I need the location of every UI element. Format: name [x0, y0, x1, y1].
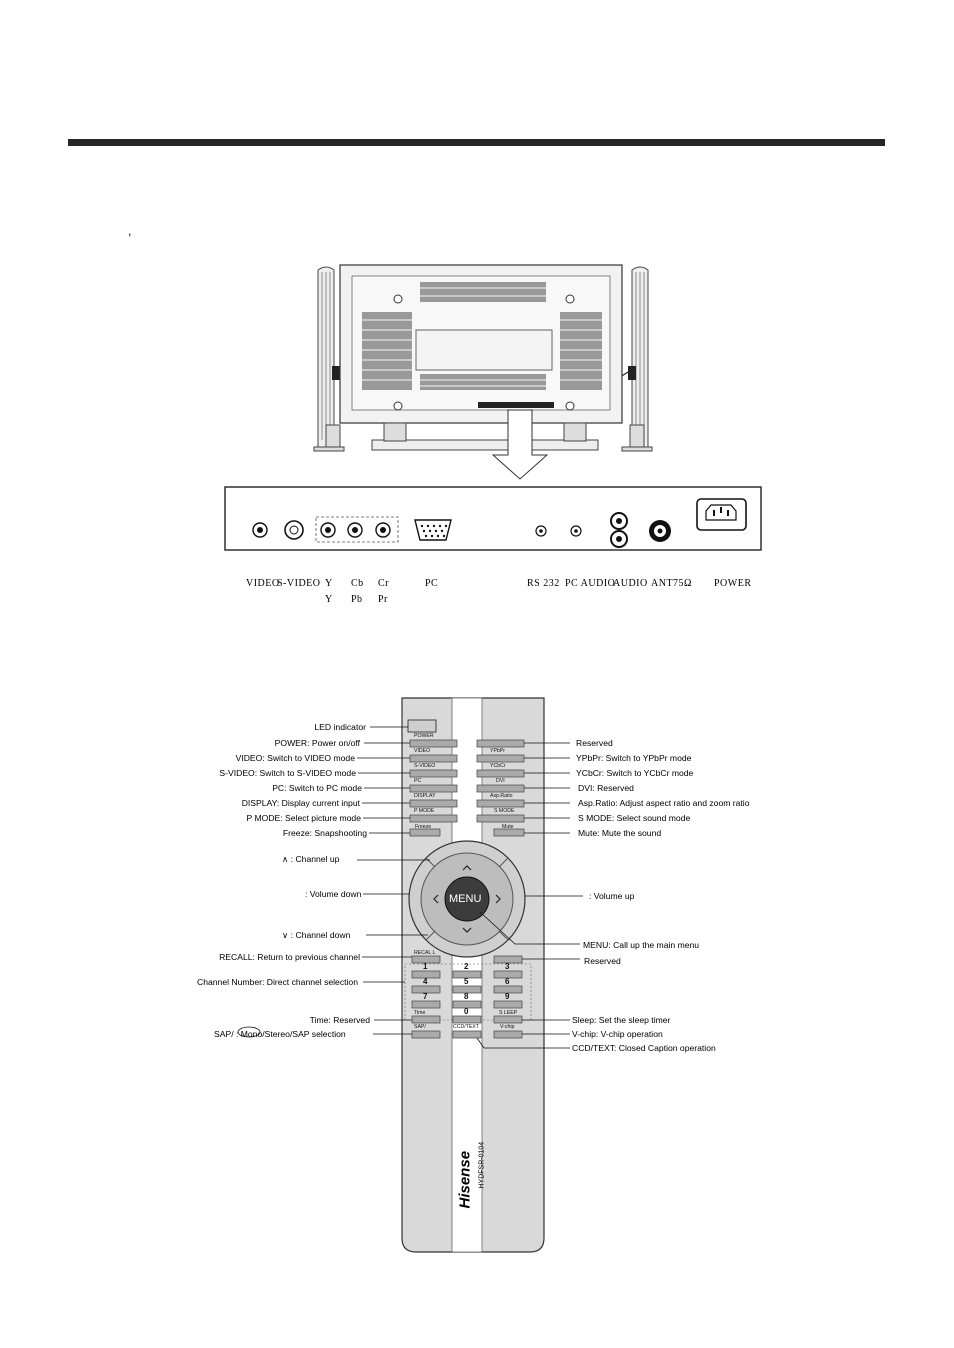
label-cb: Cb [351, 578, 364, 589]
ann-time: Time: Reserved [309, 1015, 370, 1025]
btn-sleep-label: S LEEP [499, 1010, 518, 1016]
ann-aspratio: Asp.Ratio: Adjust aspect ratio and zoom … [578, 798, 750, 808]
label-audio: AUDIO [613, 578, 648, 589]
ann-dvi: DVI: Reserved [578, 783, 634, 793]
label-svideo: S-VIDEO [277, 578, 321, 589]
digit-5: 5 [464, 977, 469, 986]
label-pr: Pr [378, 594, 388, 605]
ann-ycbcr: YCbCr: Switch to YCbCr mode [576, 768, 694, 778]
ann-smode: S MODE: Select sound mode [578, 813, 691, 823]
label-y2: Y [325, 594, 333, 605]
ann-channel-up: ∧ : Channel up [282, 854, 340, 864]
ann-svideo: S-VIDEO: Switch to S-VIDEO mode [219, 768, 356, 778]
ann-pc: PC: Switch to PC mode [272, 783, 362, 793]
ann-recall: RECALL: Return to previous channel [219, 952, 360, 962]
ann-volume-down: : Volume down [305, 889, 362, 899]
btn-ccd-label: CCD/TEXT [453, 1024, 479, 1030]
label-ant: ANT75Ω [651, 578, 692, 589]
ann-volume-up: : Volume up [589, 891, 635, 901]
ann-freeze: Freeze: Snapshooting [282, 828, 367, 838]
ann-pmode: P MODE: Select picture mode [246, 813, 361, 823]
label-pcaudio: PC AUDIO [565, 578, 616, 589]
ann-sap: SAP/ : Mono/Stereo/SAP selection [214, 1029, 346, 1039]
digit-9: 9 [505, 992, 510, 1001]
digit-7: 7 [423, 992, 428, 1001]
digit-1: 1 [423, 962, 428, 971]
btn-pmode-label: P MODE [414, 808, 435, 814]
digit-4: 4 [423, 977, 428, 986]
btn-pc-label: PC [414, 778, 422, 784]
ann-display: DISPLAY: Display current input [241, 798, 360, 808]
ann-reserved-2: Reserved [584, 956, 621, 966]
ann-video: VIDEO: Switch to VIDEO mode [235, 753, 355, 763]
btn-vchip-label: V-chip [500, 1024, 515, 1030]
btn-dvi-label: DVI [496, 778, 505, 784]
btn-video-label: VIDEO [414, 748, 431, 754]
btn-ycbcr-label: YCbCr [490, 763, 506, 769]
btn-ypbpr-label: YPbPr [490, 748, 505, 754]
label-y: Y [325, 578, 333, 589]
digit-8: 8 [464, 992, 469, 1001]
ann-vchip: V-chip: V-chip operation [572, 1029, 663, 1039]
btn-recall-label: RECAL L [414, 950, 436, 956]
ann-led: LED indicator [314, 722, 366, 732]
header-rule [68, 139, 885, 146]
btn-mute-label: Mute [502, 824, 514, 830]
ann-channel-number: Channel Number: Direct channel selection [197, 977, 358, 987]
btn-sap-label: SAP/ [414, 1024, 426, 1030]
label-power: POWER [714, 578, 752, 589]
label-cr: Cr [378, 578, 389, 589]
ann-mute: Mute: Mute the sound [578, 828, 662, 838]
btn-smode-label: S MODE [494, 808, 515, 814]
ann-ypbpr: YPbPr: Switch to YPbPr mode [576, 753, 692, 763]
btn-freeze-label: Freeze [415, 824, 432, 830]
menu-button-label: MENU [449, 893, 482, 905]
ann-channel-down: ∨ : Channel down [282, 930, 351, 940]
label-pb: Pb [351, 594, 363, 605]
ann-ccd: CCD/TEXT: Closed Caption operation [572, 1043, 716, 1053]
btn-svideo-label: S-VIDEO [414, 763, 436, 769]
digit-3: 3 [505, 962, 510, 971]
ann-menu: MENU: Call up the main menu [583, 940, 700, 950]
brand-logo: Hisense [456, 1150, 474, 1209]
label-rs232: RS 232 [527, 578, 560, 589]
label-pc: PC [425, 578, 439, 589]
ann-sleep: Sleep: Set the sleep timer [572, 1015, 671, 1025]
digit-2: 2 [464, 962, 469, 971]
stray-mark: , [128, 224, 132, 238]
digit-0: 0 [464, 1007, 469, 1016]
btn-display-label: DISPLAY [414, 793, 436, 799]
label-video: VIDEO [246, 578, 280, 589]
digit-6: 6 [505, 977, 510, 986]
btn-power-label: POWER [414, 733, 434, 739]
ann-power: POWER: Power on/off [274, 738, 360, 748]
btn-time-label: Time [414, 1010, 426, 1016]
ann-reserved-1: Reserved [576, 738, 613, 748]
btn-aspratio-label: Asp.Ratio [490, 793, 513, 799]
model-number: HYDFSR-0104 [478, 1141, 486, 1189]
